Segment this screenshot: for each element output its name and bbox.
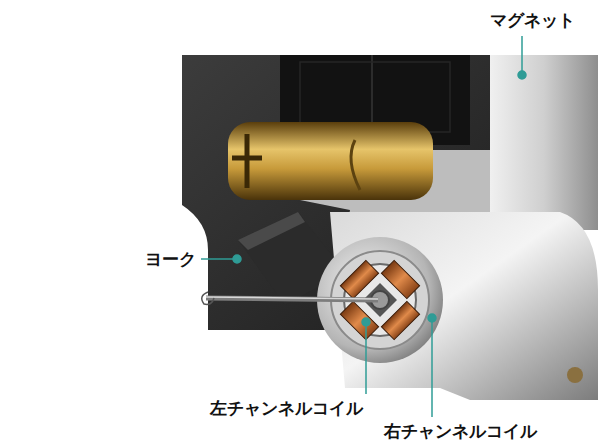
gold-screw (228, 122, 433, 200)
stylus-tip (202, 292, 214, 304)
cantilever (206, 298, 378, 300)
part-label: 右チャンネルコイル (382, 419, 539, 443)
part-label: ヨーク (143, 247, 198, 271)
part-label: 左チャンネルコイル (208, 396, 365, 420)
magnet-block (490, 55, 598, 230)
leader-lines (201, 36, 526, 417)
part-label: マグネット (488, 8, 577, 32)
